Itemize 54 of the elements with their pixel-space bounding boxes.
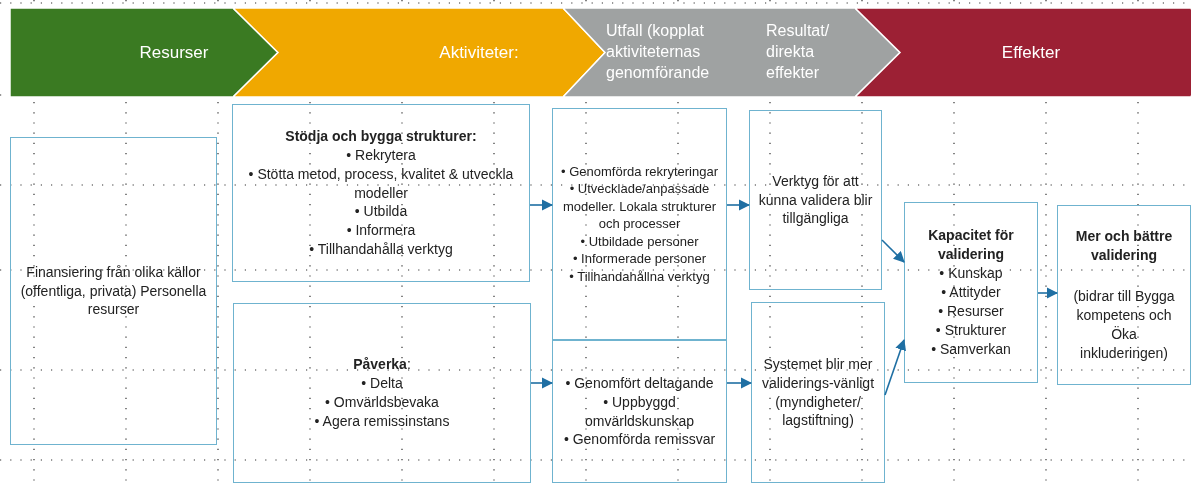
box-text: Finansiering från olika källor (offentliga, privata) Personella resurser — [19, 262, 208, 320]
chevron-band — [10, 8, 278, 97]
box-heading: Stödja och bygga strukturer: — [285, 126, 477, 146]
bullet-item: • Delta — [360, 374, 404, 393]
chevron-band — [563, 8, 900, 97]
box-heading: Kapacitet för validering — [927, 226, 1015, 265]
arrow — [530, 377, 554, 389]
bullet-item: • Genomförda rekryteringar — [561, 162, 718, 181]
text-box — [552, 340, 727, 483]
box-text: Systemet blir mer validerings-vänligt (myndigheter/ lagstiftning) — [760, 354, 876, 431]
bullet-item: • Omvärldsbevaka — [324, 393, 440, 412]
bullet-item: • Agera remissinstans — [314, 411, 450, 431]
bullet-item: • Tillhandahållna verktyg — [568, 267, 711, 286]
text-box — [1057, 205, 1191, 385]
text-box — [10, 137, 217, 445]
bullet-item: • Genomfört deltagande — [564, 373, 715, 393]
arrow — [1037, 287, 1059, 299]
arrow — [726, 377, 753, 389]
bullet-item: • Kunskap — [938, 264, 1004, 284]
bullet-item: • Informerade personer — [571, 250, 708, 268]
bullet-item: • Utbildade personer — [579, 232, 700, 251]
text-box — [552, 108, 727, 340]
text-box — [751, 302, 885, 483]
bullet-item: • Samverkan — [931, 339, 1011, 359]
stage-label: Utfall (kopplat aktiviteternas genomförande — [606, 21, 711, 83]
stage-label: Resultat/ direkta effekter — [766, 21, 831, 83]
text-box — [749, 110, 882, 290]
box-text: Verktyg för att kunna validera blir tillgängliga — [758, 171, 873, 229]
bullet-item: • Tillhandahålla verktyg — [308, 240, 454, 260]
bullet-item: • Attityder — [940, 283, 1002, 302]
stage-label: Aktiviteter: — [439, 42, 519, 63]
text-box — [904, 202, 1038, 383]
bullet-item: • Resurser — [937, 301, 1005, 321]
stage-label: Effekter — [1001, 42, 1061, 63]
chevron-band — [855, 8, 1191, 97]
arrow — [726, 199, 751, 211]
arrow — [529, 199, 554, 211]
text-box — [232, 104, 530, 282]
box-heading: Påverka: — [353, 355, 411, 375]
bullet-item: • Utbilda — [353, 202, 409, 222]
bullet-item: • Genomförda remissvar — [562, 430, 717, 450]
bullet-item: • Uppbyggd omvärldskunskap — [584, 392, 695, 431]
box-text: (bidrar till Bygga kompetens och Öka inkluderingen) — [1072, 287, 1176, 363]
box-heading: Mer och bättre validering — [1074, 227, 1174, 266]
bullet-item: • Strukturer — [934, 320, 1008, 340]
bullet-item: • Rekrytera — [345, 145, 417, 165]
bullet-item: • Utvecklade/anpassade modeller. Lokala strukturer och processer — [561, 180, 718, 233]
bullet-item: • Informera — [345, 221, 417, 241]
bullet-item: • Stötta metod, process, kvalitet & utveckla modeller — [247, 164, 515, 203]
arrow — [884, 338, 906, 396]
stage-label: Resurser — [139, 42, 209, 63]
chevron-band — [233, 8, 605, 97]
arrow — [881, 239, 905, 263]
text-box — [233, 303, 531, 483]
